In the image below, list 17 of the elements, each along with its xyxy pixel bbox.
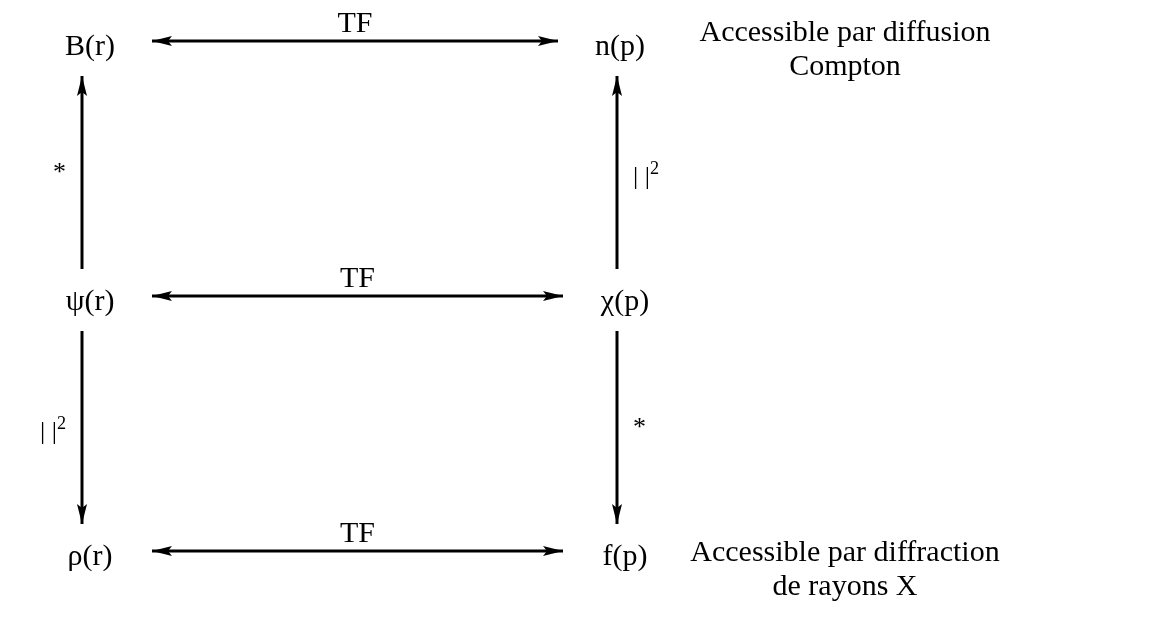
arrow bbox=[77, 76, 87, 269]
math-term: n(p) bbox=[570, 24, 670, 66]
math-term: ψ(r) bbox=[40, 279, 140, 321]
arrow bbox=[152, 291, 563, 301]
edge-label: | |$^{2}$ bbox=[38, 413, 68, 444]
math-term: ρ(r) bbox=[40, 534, 140, 576]
math-term: χ(p) bbox=[575, 279, 675, 321]
arrow bbox=[152, 36, 558, 46]
math-term: B(r) bbox=[40, 24, 140, 66]
math-term: f(p) bbox=[575, 534, 675, 576]
edge-label: | |$^{2}$ bbox=[631, 158, 661, 189]
note-text: Accessible par diffusion Compton bbox=[698, 14, 992, 82]
arrow bbox=[77, 331, 87, 524]
arrow bbox=[612, 331, 622, 524]
note-text: Accessible par diffraction de rayons X bbox=[689, 534, 1001, 602]
arrow bbox=[612, 76, 622, 269]
arrow bbox=[152, 546, 563, 556]
